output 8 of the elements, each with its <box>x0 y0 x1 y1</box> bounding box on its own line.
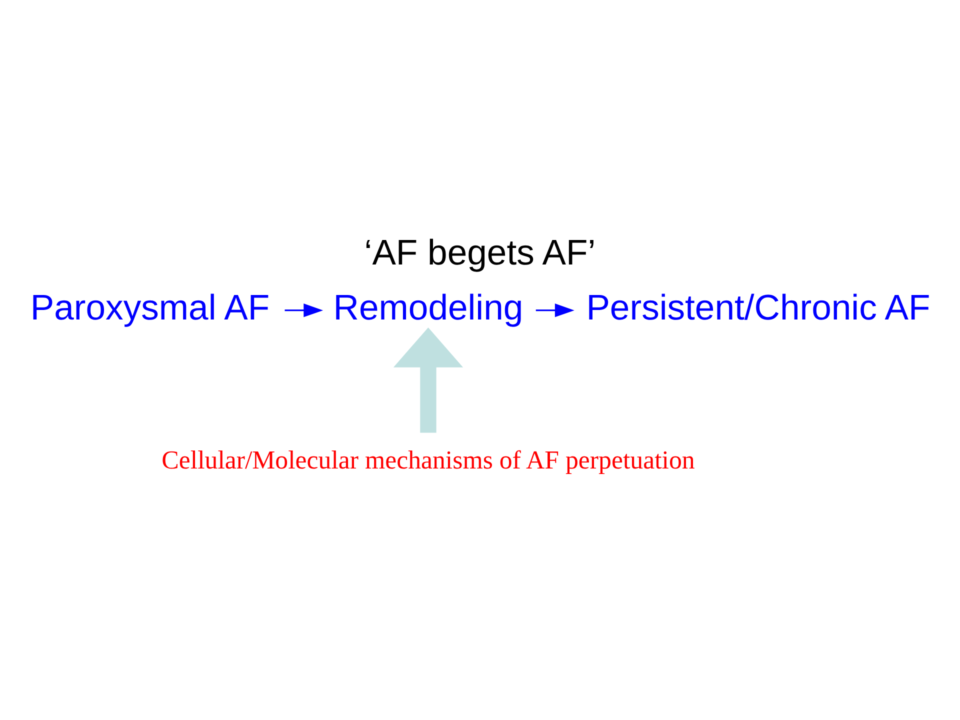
arrow <box>284 303 324 317</box>
node-text: Cellular/Molecular mechanisms of AF perpetuation <box>162 445 695 474</box>
arrow <box>393 327 464 432</box>
node-text: Paroxysmal AF <box>30 286 270 327</box>
arrow <box>536 303 574 317</box>
node-text: Remodeling <box>333 286 524 327</box>
node-text: Persistent/Chronic AF <box>586 286 930 327</box>
diagram-title: ‘AF begets AF’ <box>364 232 596 272</box>
